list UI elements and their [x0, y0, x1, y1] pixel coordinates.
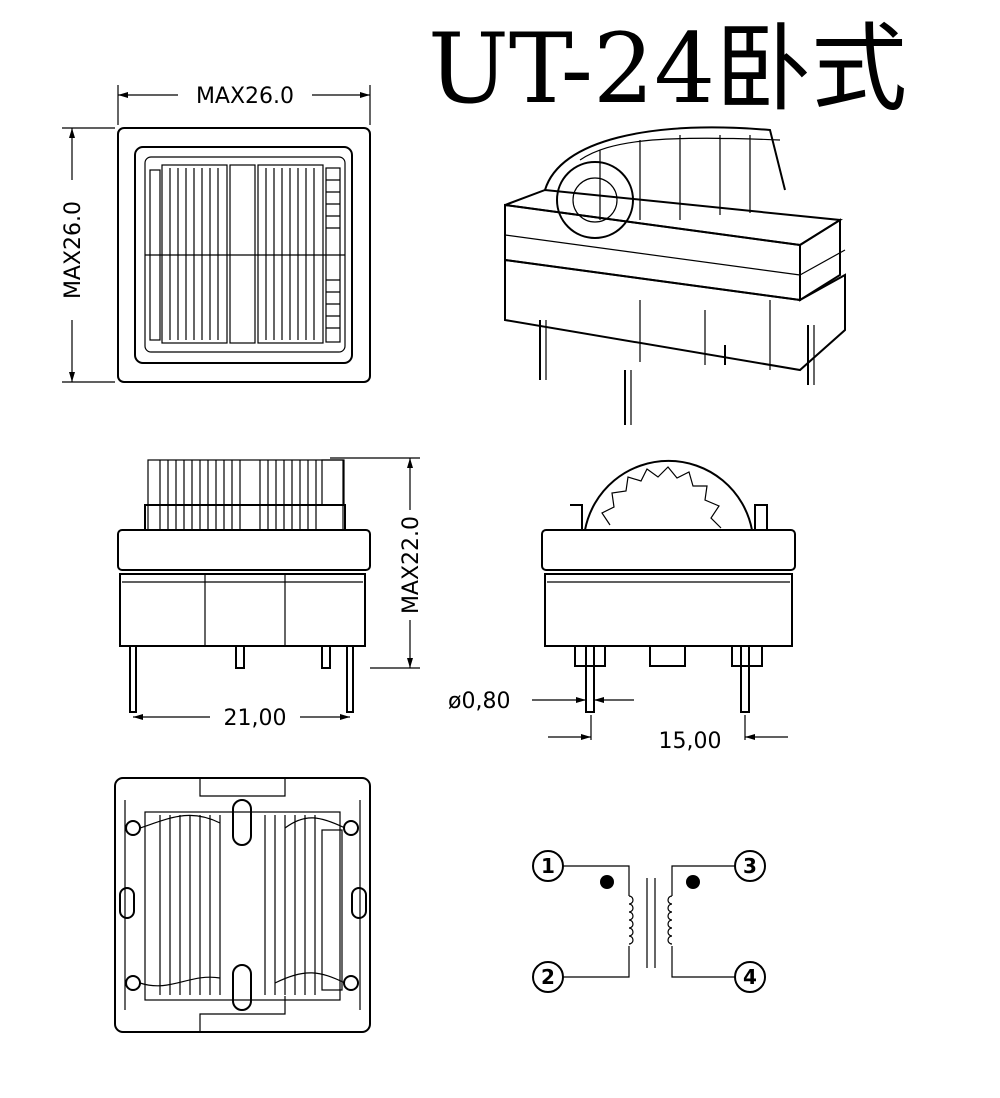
pin-3-label: 3 [743, 854, 757, 878]
isometric-view [504, 126, 846, 425]
top-view: MAX26.0 MAX26.0 [61, 84, 371, 383]
pin-4-label: 4 [743, 965, 757, 989]
top-height-dimension: MAX26.0 [61, 201, 86, 299]
front-pin-pitch-dimension: 21,00 [224, 706, 287, 731]
top-width-dimension: MAX26.0 [196, 84, 294, 109]
front-view: MAX22.0 21,00 [117, 457, 424, 731]
pin-diameter-dimension: ø0,80 [448, 689, 510, 714]
winding-schematic: 1 2 3 4 [532, 850, 766, 993]
pin-1-label: 1 [541, 854, 555, 878]
side-view: ø0,80 15,00 [448, 459, 796, 754]
front-height-dimension: MAX22.0 [399, 516, 424, 614]
pin-2-label: 2 [541, 965, 555, 989]
bottom-view [114, 777, 371, 1033]
drawing-title: UT-24卧式 [428, 13, 907, 125]
side-pin-pitch-dimension: 15,00 [659, 729, 722, 754]
